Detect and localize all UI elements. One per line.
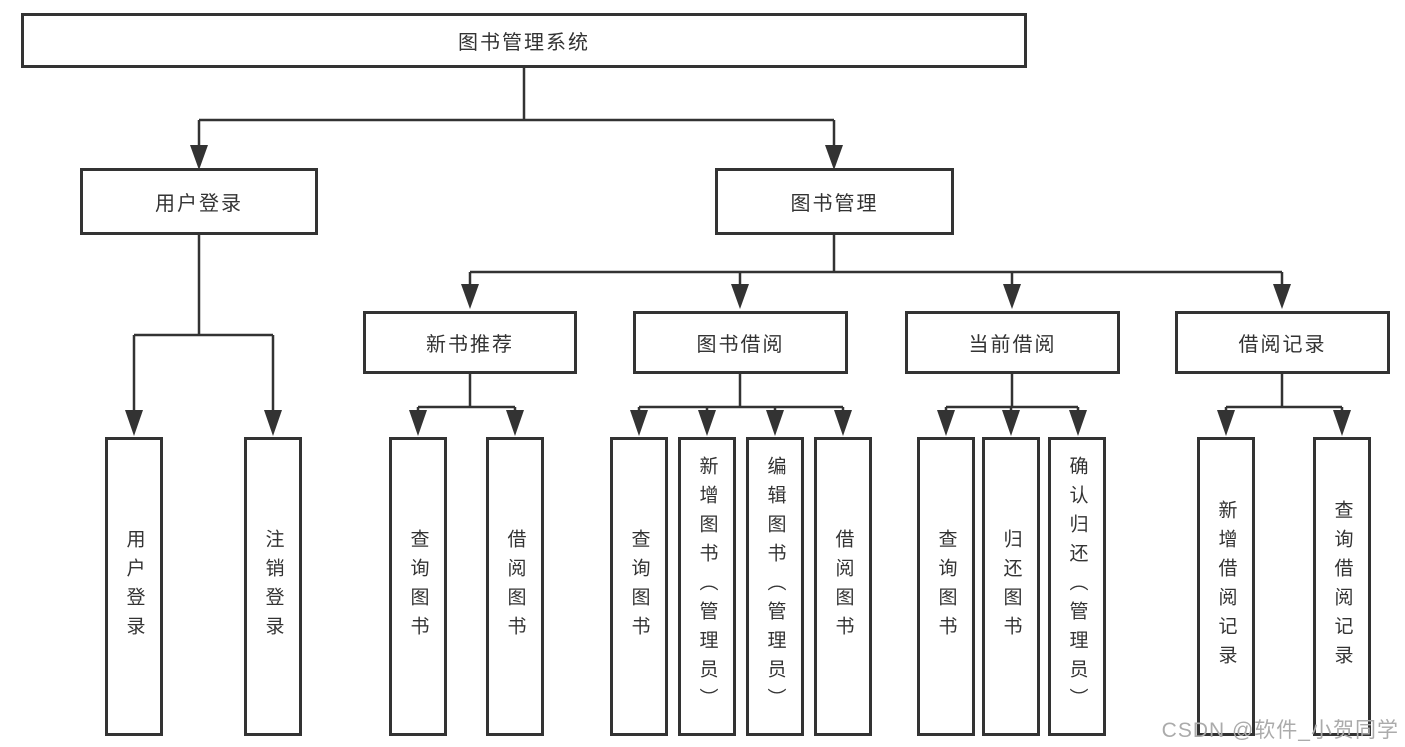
leaf-borrow-books-recommend: 借阅图书 [486, 437, 544, 736]
leaf-return-books: 归还图书 [982, 437, 1040, 736]
node-book-management: 图书管理 [715, 168, 954, 235]
connector-records-to-leaves [1224, 374, 1344, 412]
leaf-query-books-borrowing: 查询图书 [610, 437, 668, 736]
connector-userlogin-to-leaves [132, 235, 275, 412]
leaf-add-borrow-record: 新增借阅记录 [1197, 437, 1255, 736]
leaf-add-book-admin: 新增图书（管理员） [678, 437, 736, 736]
node-borrowing-records: 借阅记录 [1175, 311, 1390, 374]
csdn-watermark: CSDN @软件_小贺同学 [1161, 719, 1399, 742]
leaf-borrow-books-borrowing: 借阅图书 [814, 437, 872, 736]
leaf-edit-book-admin: 编辑图书（管理员） [746, 437, 804, 736]
leaf-query-books-recommend: 查询图书 [389, 437, 447, 736]
leaf-logout: 注销登录 [244, 437, 302, 736]
arrowheads [125, 145, 1351, 436]
leaf-confirm-return-admin: 确认归还（管理员） [1048, 437, 1106, 736]
leaf-user-login: 用户登录 [105, 437, 163, 736]
connector-newbook-to-leaves [416, 374, 517, 412]
leaf-query-borrow-record: 查询借阅记录 [1313, 437, 1371, 736]
node-current-borrowing: 当前借阅 [905, 311, 1120, 374]
connector-bookborrow-to-leaves [637, 374, 845, 412]
node-user-login: 用户登录 [80, 168, 318, 235]
node-book-borrowing: 图书借阅 [633, 311, 848, 374]
connector-bookmgmt-to-level3 [468, 235, 1284, 286]
node-new-book-recommendation: 新书推荐 [363, 311, 577, 374]
node-root: 图书管理系统 [21, 13, 1027, 68]
connector-currentborrow-to-leaves [944, 374, 1080, 412]
leaf-query-books-current: 查询图书 [917, 437, 975, 736]
connector-root-to-level2 [197, 68, 836, 147]
